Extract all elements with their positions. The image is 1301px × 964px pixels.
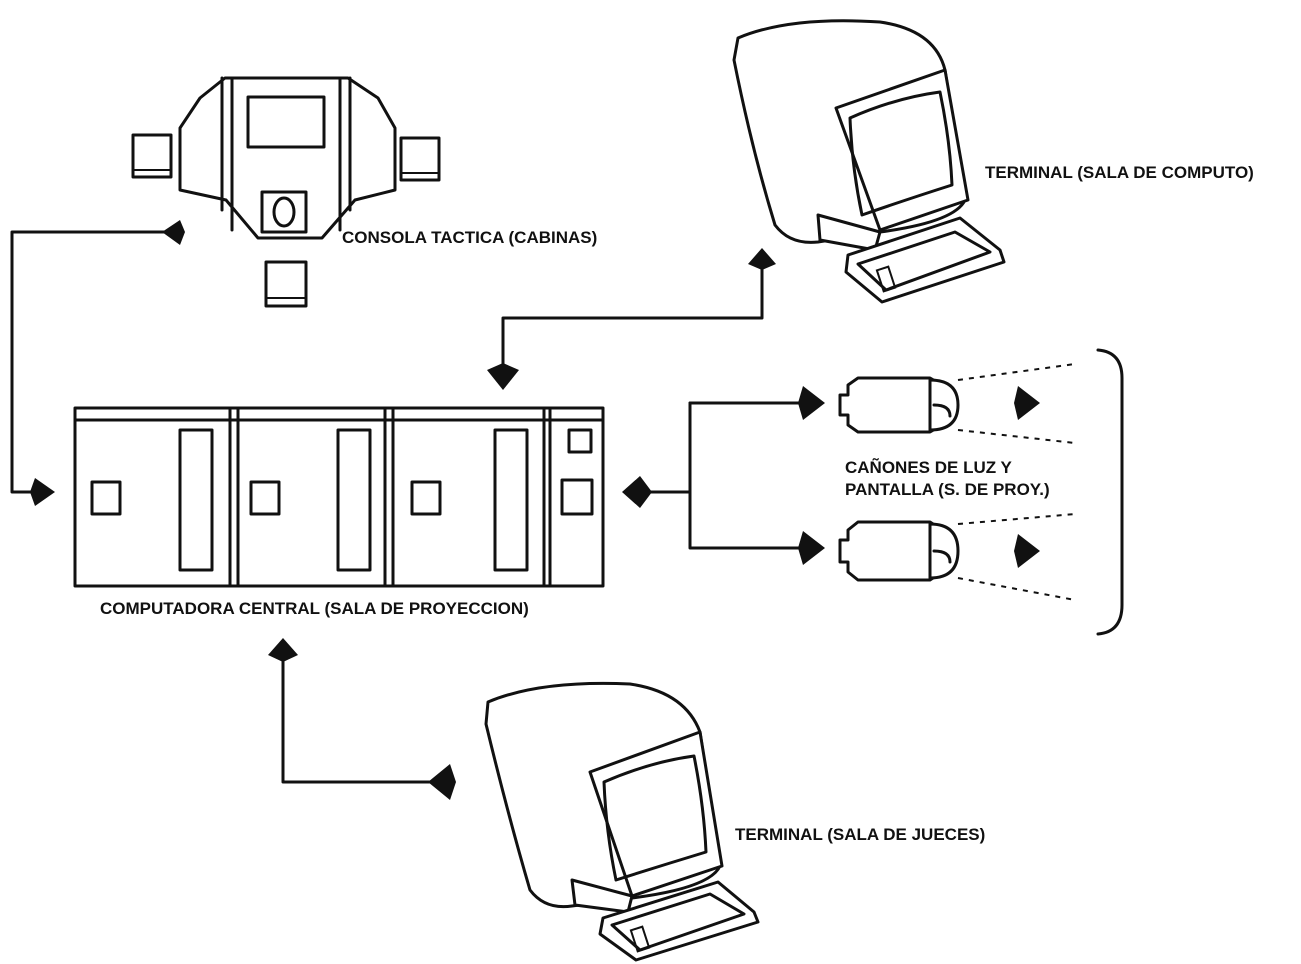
console-label: CONSOLA TACTICA (CABINAS) bbox=[342, 228, 597, 247]
terminal-judges-room bbox=[484, 681, 760, 962]
arrow-to-projector-top bbox=[798, 386, 825, 420]
arrow-to-terminal-jueces bbox=[428, 764, 456, 800]
link-console-computer bbox=[10, 220, 185, 506]
arrow-from-computer-right bbox=[622, 476, 652, 508]
central-computer-label: COMPUTADORA CENTRAL (SALA DE PROYECCION) bbox=[100, 599, 529, 618]
arrow-to-computer-bottom bbox=[268, 638, 298, 662]
arrow-to-computer-left bbox=[30, 478, 55, 506]
terminal-computo-label: TERMINAL (SALA DE COMPUTO) bbox=[985, 163, 1254, 182]
projection-screen bbox=[1096, 348, 1124, 636]
arrow-to-console bbox=[162, 220, 185, 245]
link-computer-projectors bbox=[622, 386, 825, 565]
central-computer bbox=[73, 406, 605, 588]
link-terminal-jueces-computer bbox=[268, 638, 456, 800]
arrow-to-projector-bottom bbox=[798, 531, 825, 565]
projector-top bbox=[838, 363, 1076, 444]
arrow-to-computer-top bbox=[487, 363, 519, 390]
arrow-to-terminal-computo bbox=[748, 248, 776, 270]
projectors-label-line1: CAÑONES DE LUZ Y bbox=[845, 457, 1013, 477]
link-terminal-computo-computer bbox=[487, 248, 776, 390]
terminal-jueces-label: TERMINAL (SALA DE JUECES) bbox=[735, 825, 985, 844]
tactical-console bbox=[131, 76, 441, 308]
terminal-computer-room bbox=[732, 19, 1006, 304]
projector-bottom bbox=[838, 513, 1076, 601]
projectors-label-line2: PANTALLA (S. DE PROY.) bbox=[845, 480, 1050, 499]
